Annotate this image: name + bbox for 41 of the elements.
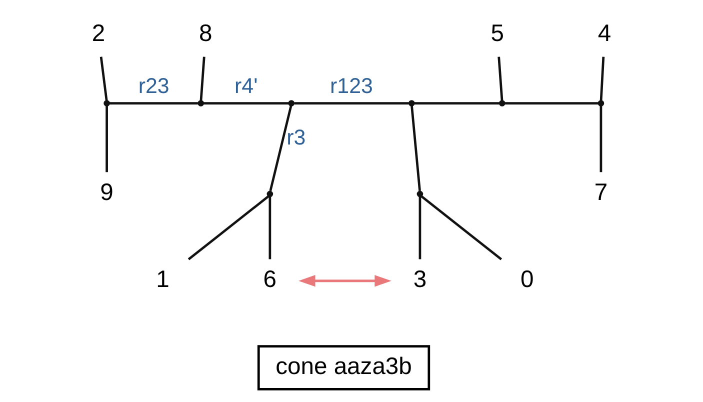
- node-text: 0: [520, 265, 534, 292]
- connector: [410, 105, 421, 190]
- connector: [504, 102, 598, 104]
- arrow: [298, 274, 392, 286]
- connector: [268, 196, 272, 259]
- connector: [418, 196, 422, 259]
- node-point: [266, 190, 274, 197]
- node-point: [198, 100, 204, 106]
- node-text: 2: [92, 20, 106, 47]
- connector: [269, 105, 292, 191]
- node-text: 6: [263, 265, 277, 292]
- node-text: 5: [490, 20, 504, 47]
- connector: [498, 56, 504, 100]
- node-text: 8: [199, 20, 212, 47]
- edge-label: r123: [330, 74, 373, 98]
- edge-label: r23: [138, 74, 170, 98]
- connector: [294, 102, 409, 104]
- edge-label: r3: [286, 124, 306, 149]
- node-text: 7: [594, 178, 608, 206]
- connector: [188, 194, 270, 260]
- connector: [600, 56, 605, 100]
- edge-label: r4': [234, 74, 258, 98]
- node-text: 3: [413, 265, 427, 292]
- connector: [106, 106, 108, 172]
- connector: [110, 102, 198, 104]
- node-text: 1: [156, 265, 170, 292]
- node-box: cone aaza3b: [257, 344, 430, 390]
- connector: [414, 102, 500, 104]
- node-text: 4: [598, 20, 612, 47]
- node-point: [288, 100, 295, 106]
- connector: [420, 194, 502, 260]
- connector: [600, 106, 602, 172]
- node-point: [598, 100, 604, 106]
- connector: [200, 56, 206, 100]
- node-point: [416, 190, 424, 197]
- connector: [203, 102, 289, 104]
- node-point: [408, 100, 415, 106]
- node-point: [498, 100, 506, 106]
- node-point: [104, 100, 110, 106]
- node-text: 9: [100, 178, 114, 206]
- connector: [100, 56, 108, 100]
